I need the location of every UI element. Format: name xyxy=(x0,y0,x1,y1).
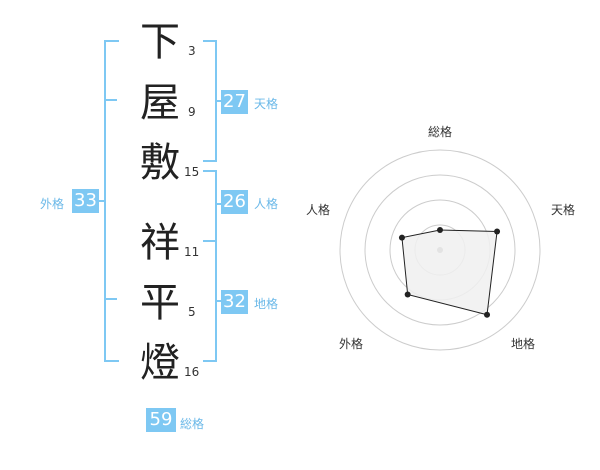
name-char-2: 屋 xyxy=(140,80,180,126)
chikaku-stem xyxy=(215,300,221,302)
radar-point-4 xyxy=(404,291,411,298)
gaikaku-label: 外格 xyxy=(40,197,65,211)
radar-polygon xyxy=(401,229,498,316)
jinkaku-value: 26 xyxy=(221,190,248,214)
radar-point-2 xyxy=(494,228,501,235)
jinkaku-label: 人格 xyxy=(254,197,279,211)
radar-axis-label-jinkaku: 人格 xyxy=(306,203,331,217)
radar-series xyxy=(398,227,501,318)
tenkaku-value: 27 xyxy=(221,90,248,114)
gaikaku-bracket-tick-1 xyxy=(104,99,117,101)
name-char-3: 敷 xyxy=(140,140,180,186)
stroke-count-1: 3 xyxy=(188,44,196,58)
soukaku-value: 59 xyxy=(146,408,176,432)
chikaku-value: 32 xyxy=(221,290,248,314)
stroke-count-5: 5 xyxy=(188,305,196,319)
name-char-4: 祥 xyxy=(140,220,180,266)
tenkaku-label: 天格 xyxy=(254,97,279,111)
tenkaku-stem xyxy=(215,100,221,102)
jinkaku-stem xyxy=(215,203,221,205)
stroke-count-4: 11 xyxy=(184,245,200,259)
radar-axis-label-tenkaku: 天格 xyxy=(551,203,576,217)
name-char-6: 燈 xyxy=(140,340,180,386)
soukaku-label: 総格 xyxy=(180,417,205,431)
radar-point-1 xyxy=(437,227,443,233)
chikaku-label: 地格 xyxy=(254,297,279,311)
stroke-count-6: 16 xyxy=(184,365,200,379)
gaikaku-value: 33 xyxy=(72,189,99,213)
name-char-1: 下 xyxy=(140,19,180,65)
name-char-5: 平 xyxy=(140,280,180,326)
gaikaku-bracket-stem xyxy=(98,200,106,202)
radar-point-5 xyxy=(398,234,405,241)
stroke-count-3: 15 xyxy=(184,165,200,179)
stroke-count-2: 9 xyxy=(188,105,196,119)
radar-point-3 xyxy=(484,311,491,318)
radar-axis-label-chikaku: 地格 xyxy=(511,337,536,351)
radar-axis-label-soukaku: 総格 xyxy=(428,125,453,139)
radar-axis-label-gaikaku: 外格 xyxy=(339,337,364,351)
gaikaku-bracket-tick-2 xyxy=(104,298,117,300)
